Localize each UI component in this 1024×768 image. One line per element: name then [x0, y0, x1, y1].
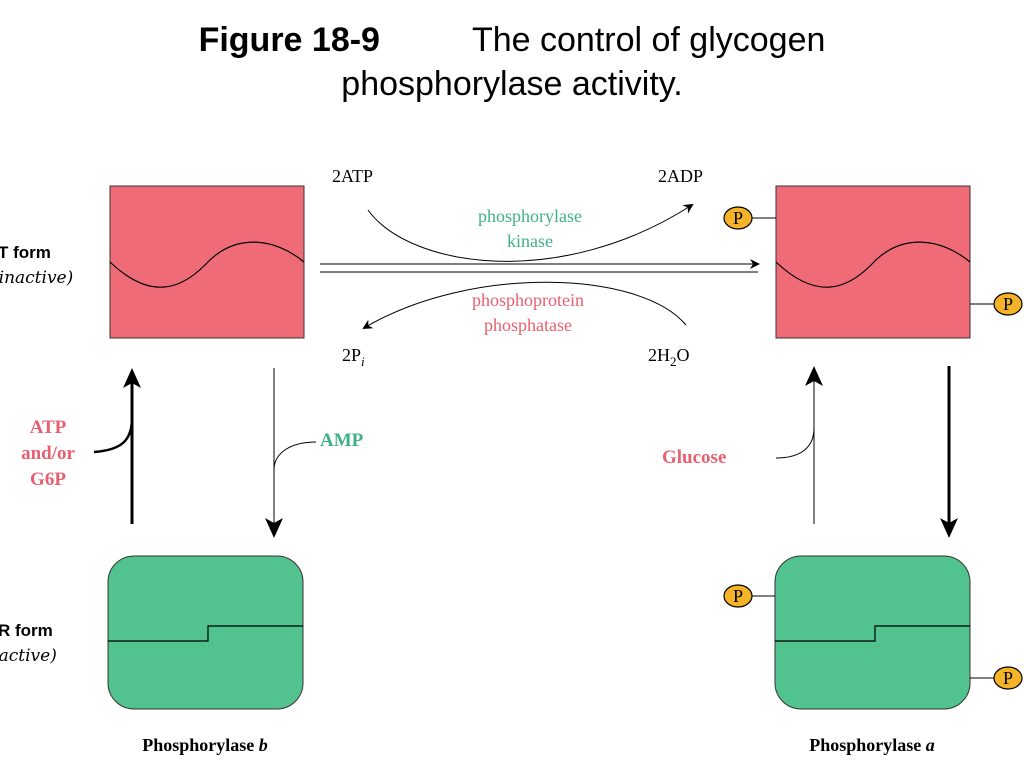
phosphate-label: P — [733, 208, 743, 228]
atp-effector-label: ATP — [30, 417, 67, 438]
caption-line-1: The control of glycogen — [471, 21, 826, 59]
reactant-2h2o: 2H2O — [648, 345, 690, 369]
phosphate-label: P — [1003, 668, 1013, 688]
phosphate-r-a-left: P — [723, 584, 775, 608]
r-form-a-box — [774, 555, 971, 710]
phosphate-r-a-right: P — [970, 666, 1023, 690]
t-form-a-box — [775, 185, 971, 339]
glucose-effector-label: Glucose — [662, 447, 726, 468]
kinase-label-2: kinase — [507, 231, 553, 251]
product-2adp: 2ADP — [658, 166, 703, 186]
phosphate-t-a-right: P — [970, 292, 1023, 316]
phosphorylase-a-label: Phosphorylase a — [809, 735, 935, 755]
t-form-label: T form — [0, 243, 51, 262]
and-or-effector-label: and/or — [21, 443, 75, 464]
kinase-label-1: phosphorylase — [478, 206, 582, 226]
figure-title: Figure 18-9 The control of glycogen phosp… — [0, 18, 1024, 106]
atp-g6p-connector — [93, 417, 134, 454]
amp-connector — [273, 441, 317, 471]
product-2pi: 2Pi — [342, 345, 365, 369]
g6p-effector-label: G6P — [30, 469, 66, 490]
title-line-1: Figure 18-9 The control of glycogen — [0, 18, 1024, 62]
phosphatase-curve-arrow — [362, 281, 687, 330]
phosphorylase-b-label: Phosphorylase b — [142, 735, 268, 755]
phosphatase-label-2: phosphatase — [484, 315, 572, 335]
reactant-2atp: 2ATP — [332, 166, 373, 186]
r-form-label: R form — [0, 621, 53, 640]
phosphate-label: P — [733, 586, 743, 606]
figure-number: Figure 18-9 — [198, 21, 380, 59]
glucose-connector — [775, 427, 815, 459]
caption-line-2: phosphorylase activity. — [341, 65, 683, 103]
amp-effector-label: AMP — [320, 430, 364, 451]
r-form-sublabel: (active) — [0, 646, 57, 666]
phosphate-label: P — [1003, 294, 1013, 314]
phosphate-t-a-top: P — [723, 206, 776, 230]
kinase-curve-arrow — [367, 203, 694, 262]
t-form-sublabel: (inactive) — [0, 268, 73, 288]
phosphatase-label-1: phosphoprotein — [472, 290, 584, 310]
r-form-b-box — [107, 555, 304, 710]
t-form-b-box — [109, 185, 305, 339]
